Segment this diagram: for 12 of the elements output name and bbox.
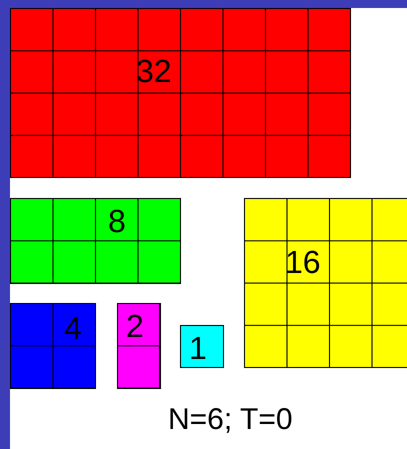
grid-block [117, 303, 160, 389]
grid-block [10, 8, 351, 178]
grid-block [10, 198, 181, 284]
block-number: 8 [108, 205, 126, 237]
block-number: 1 [189, 332, 207, 364]
block-number: 16 [285, 246, 321, 278]
grid-block [10, 303, 96, 389]
block-number: 4 [64, 312, 82, 344]
status-text: N=6; T=0 [168, 403, 293, 437]
block-number: 2 [126, 310, 144, 342]
grid-block [244, 198, 407, 368]
grid-block [180, 325, 224, 368]
